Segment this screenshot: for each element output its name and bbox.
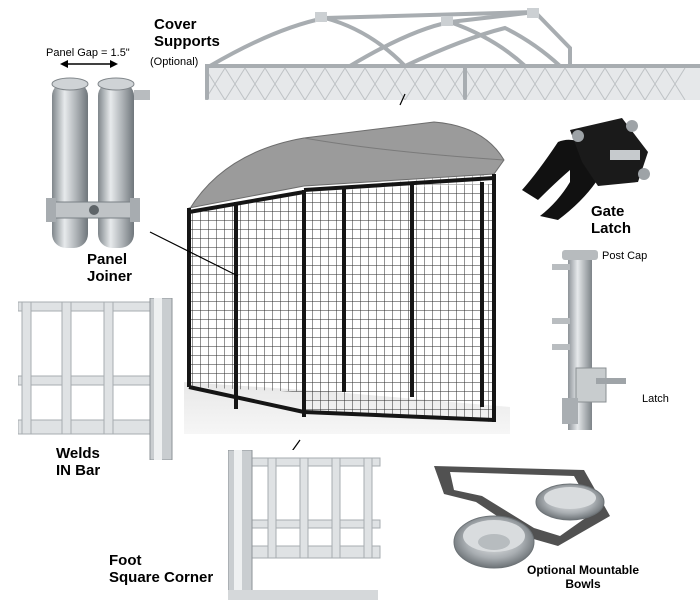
cover-supports-photo bbox=[205, 8, 700, 100]
kennel-main-photo bbox=[184, 112, 510, 434]
cover-supports-label: Cover Supports bbox=[154, 16, 220, 50]
gate-latch-photo bbox=[518, 112, 660, 226]
gate-latch-label: Gate Latch bbox=[591, 203, 631, 237]
bowls-label: Optional Mountable Bowls bbox=[527, 563, 639, 591]
cover-supports-label-line1: Cover bbox=[154, 16, 197, 33]
welds-in-bar-label: Welds IN Bar bbox=[56, 445, 100, 479]
foot-square-corner-label: Foot Square Corner bbox=[109, 552, 213, 586]
bowls-photo bbox=[434, 462, 612, 580]
panel-joiner-label: Panel Joiner bbox=[87, 251, 132, 285]
welds-in-bar-photo bbox=[18, 298, 180, 460]
panel-joiner-label-line2: Joiner bbox=[87, 268, 133, 285]
foot-square-corner-label-line2: Square Corner bbox=[109, 569, 214, 586]
cover-supports-label-line2: Supports bbox=[154, 33, 220, 50]
foot-square-corner-label-line1: Foot bbox=[109, 552, 142, 569]
welds-in-bar-label-line2: IN Bar bbox=[56, 462, 101, 479]
gate-latch-label-line2: Latch bbox=[591, 220, 632, 237]
gate-latch-label-line1: Gate bbox=[591, 203, 625, 220]
panel-joiner-label-line1: Panel bbox=[87, 251, 128, 268]
welds-in-bar-label-line1: Welds bbox=[56, 445, 100, 462]
optional-label: (Optional) bbox=[150, 56, 199, 68]
panel-gap-arrow-icon bbox=[60, 60, 118, 68]
bowls-label-line2: Bowls bbox=[565, 577, 601, 591]
bowls-label-line1: Optional Mountable bbox=[527, 563, 639, 577]
foot-square-corner-photo bbox=[228, 450, 386, 600]
panel-gap-label: Panel Gap = 1.5" bbox=[46, 47, 130, 59]
post-cap-label: Post Cap bbox=[602, 250, 648, 262]
post-latch-photo bbox=[548, 248, 640, 430]
panel-joiner-photo bbox=[42, 70, 152, 248]
latch-label: Latch bbox=[642, 393, 669, 405]
